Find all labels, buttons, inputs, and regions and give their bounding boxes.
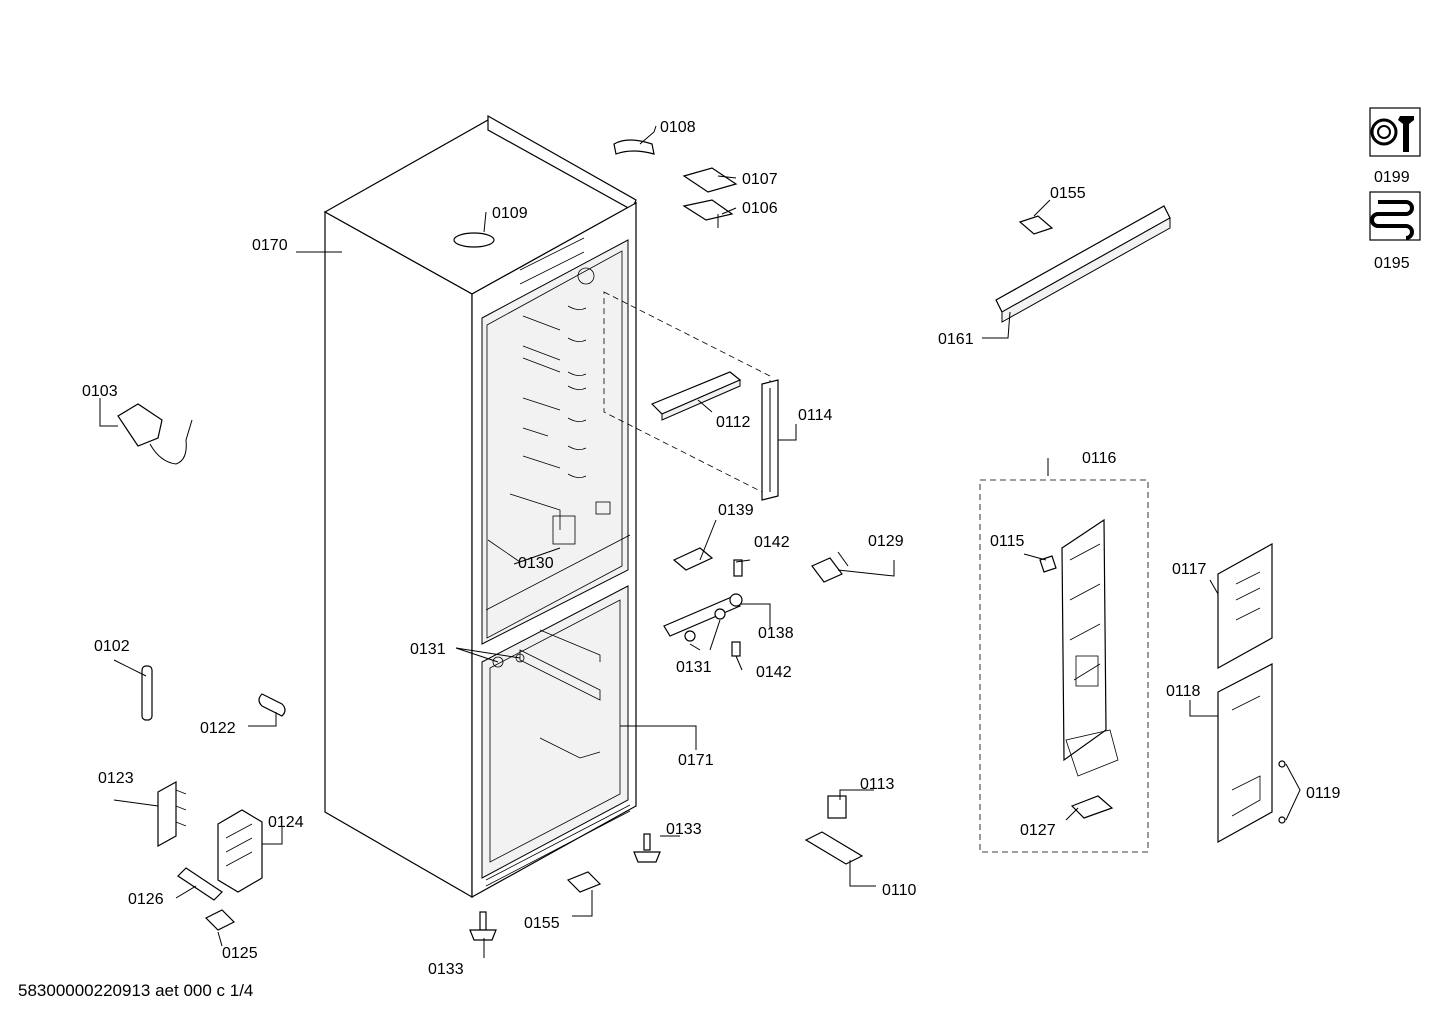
part-0113[interactable] [827,795,847,819]
part-0125[interactable] [204,909,236,931]
callout-0142-upper: 0142 [754,534,790,551]
part-0155-lower[interactable] [566,871,602,893]
part-0103[interactable] [117,403,193,465]
callout-0119: 0119 [1306,785,1341,802]
callout-0107: 0107 [742,171,778,188]
part-0161[interactable] [995,205,1171,323]
part-0126[interactable] [177,867,223,901]
callout-0171: 0171 [678,752,714,769]
icon-label-0195: 0195 [1374,255,1410,272]
part-0129[interactable] [811,551,849,583]
callout-0133-right: 0133 [666,821,702,838]
callout-0103: 0103 [82,383,118,400]
callout-0118: 0118 [1166,683,1201,700]
document-id-footer: 58300000220913 aet 000 c 1/4 [18,981,254,1000]
callout-0138: 0138 [758,625,794,642]
callout-0126: 0126 [128,891,164,908]
callout-0110: 0110 [882,882,917,899]
part-0138[interactable] [663,593,743,637]
callout-0125: 0125 [222,945,258,962]
part-0118[interactable] [1217,663,1273,844]
part-0115[interactable] [1039,555,1057,573]
icon-label-0199: 0199 [1374,169,1410,186]
part-0119[interactable] [1278,760,1286,824]
part-0109[interactable] [453,232,495,248]
callout-0142-lower: 0142 [756,664,792,681]
part-0131-pins[interactable] [684,608,726,642]
wrench-bearing-icon [1370,116,1414,152]
air-duct-part[interactable] [1061,518,1119,777]
callout-0106: 0106 [742,200,778,217]
callout-0131-cabinet: 0131 [410,641,446,658]
callout-0108: 0108 [660,119,696,136]
callout-0112: 0112 [716,414,751,431]
part-0114[interactable] [761,379,779,501]
evaporator-coil-icon [1370,200,1414,240]
part-0133-right[interactable] [633,833,661,863]
part-0116-outline [979,479,1149,853]
part-0117[interactable] [1217,542,1273,670]
callout-0127: 0127 [1020,822,1056,839]
part-0122[interactable] [258,693,286,717]
part-0139[interactable] [672,547,714,571]
callout-0133-left: 0133 [428,961,464,978]
callout-0155-upper: 0155 [1050,185,1086,202]
part-0142-upper[interactable] [733,559,743,577]
part-0133-left[interactable] [469,911,497,941]
callout-0122: 0122 [200,720,236,737]
callout-0102: 0102 [94,638,130,655]
part-0107[interactable] [682,167,738,193]
callout-0124: 0124 [268,814,304,831]
callout-0113: 0113 [860,776,895,793]
callout-0109: 0109 [492,205,528,222]
part-0124[interactable] [217,809,263,893]
callout-0117: 0117 [1172,561,1207,578]
callout-0129: 0129 [868,533,904,550]
fridge-cabinet-0170[interactable] [323,114,638,899]
callout-0114: 0114 [798,407,833,424]
callout-0170: 0170 [252,237,288,254]
part-0110[interactable] [804,831,864,865]
part-0142-lower[interactable] [731,641,741,657]
light-assembly-outline [603,291,771,497]
callout-labels: 0108 0107 0106 0109 0170 0155 0161 0103 … [82,119,1341,978]
callout-0161: 0161 [938,331,974,348]
part-0123[interactable] [157,780,187,848]
part-0106[interactable] [682,199,734,228]
callout-0123: 0123 [98,770,134,787]
callout-0131-hinge: 0131 [676,659,712,676]
callout-0116: 0116 [1082,450,1117,467]
callout-0155-lower: 0155 [524,915,560,932]
part-0102[interactable] [141,665,153,721]
service-icon-block: 0199 [1369,107,1421,186]
part-0112[interactable] [650,371,742,421]
part-0155-upper[interactable] [1018,215,1054,235]
part-0108[interactable] [613,139,655,155]
coil-icon-block: 0195 [1369,191,1421,272]
callout-0115: 0115 [990,533,1025,550]
callout-0139: 0139 [718,502,754,519]
callout-0130: 0130 [518,555,554,572]
leader-lines [99,125,1301,958]
part-0127[interactable] [1070,795,1114,819]
